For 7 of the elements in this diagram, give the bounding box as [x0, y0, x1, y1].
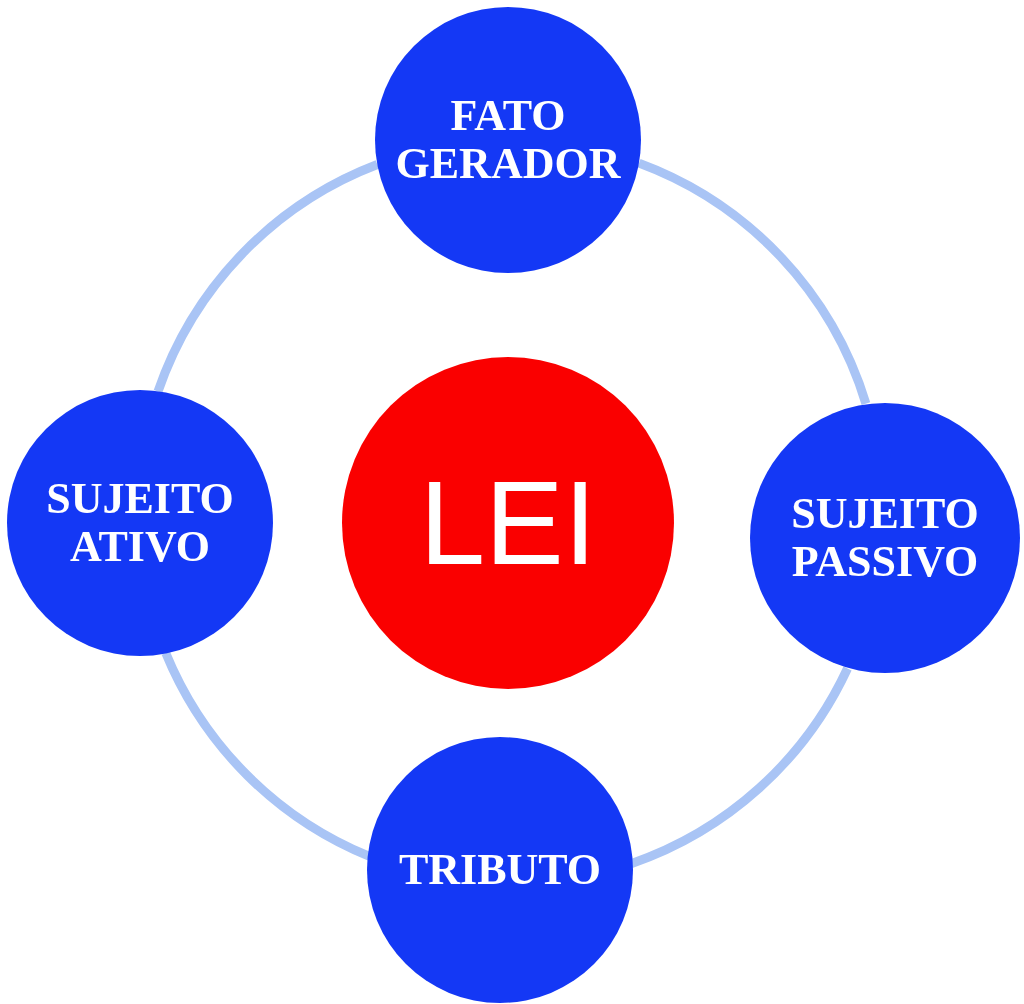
- node-label: FATO GERADOR: [394, 91, 622, 189]
- connector-arc: [637, 158, 871, 406]
- node-label: LEI: [419, 456, 597, 591]
- node-label: SUJEITO ATIVO: [45, 474, 235, 572]
- connector-arc: [153, 160, 380, 394]
- node-label: TRIBUTO: [398, 845, 602, 895]
- node-label: SUJEITO PASSIVO: [790, 489, 980, 587]
